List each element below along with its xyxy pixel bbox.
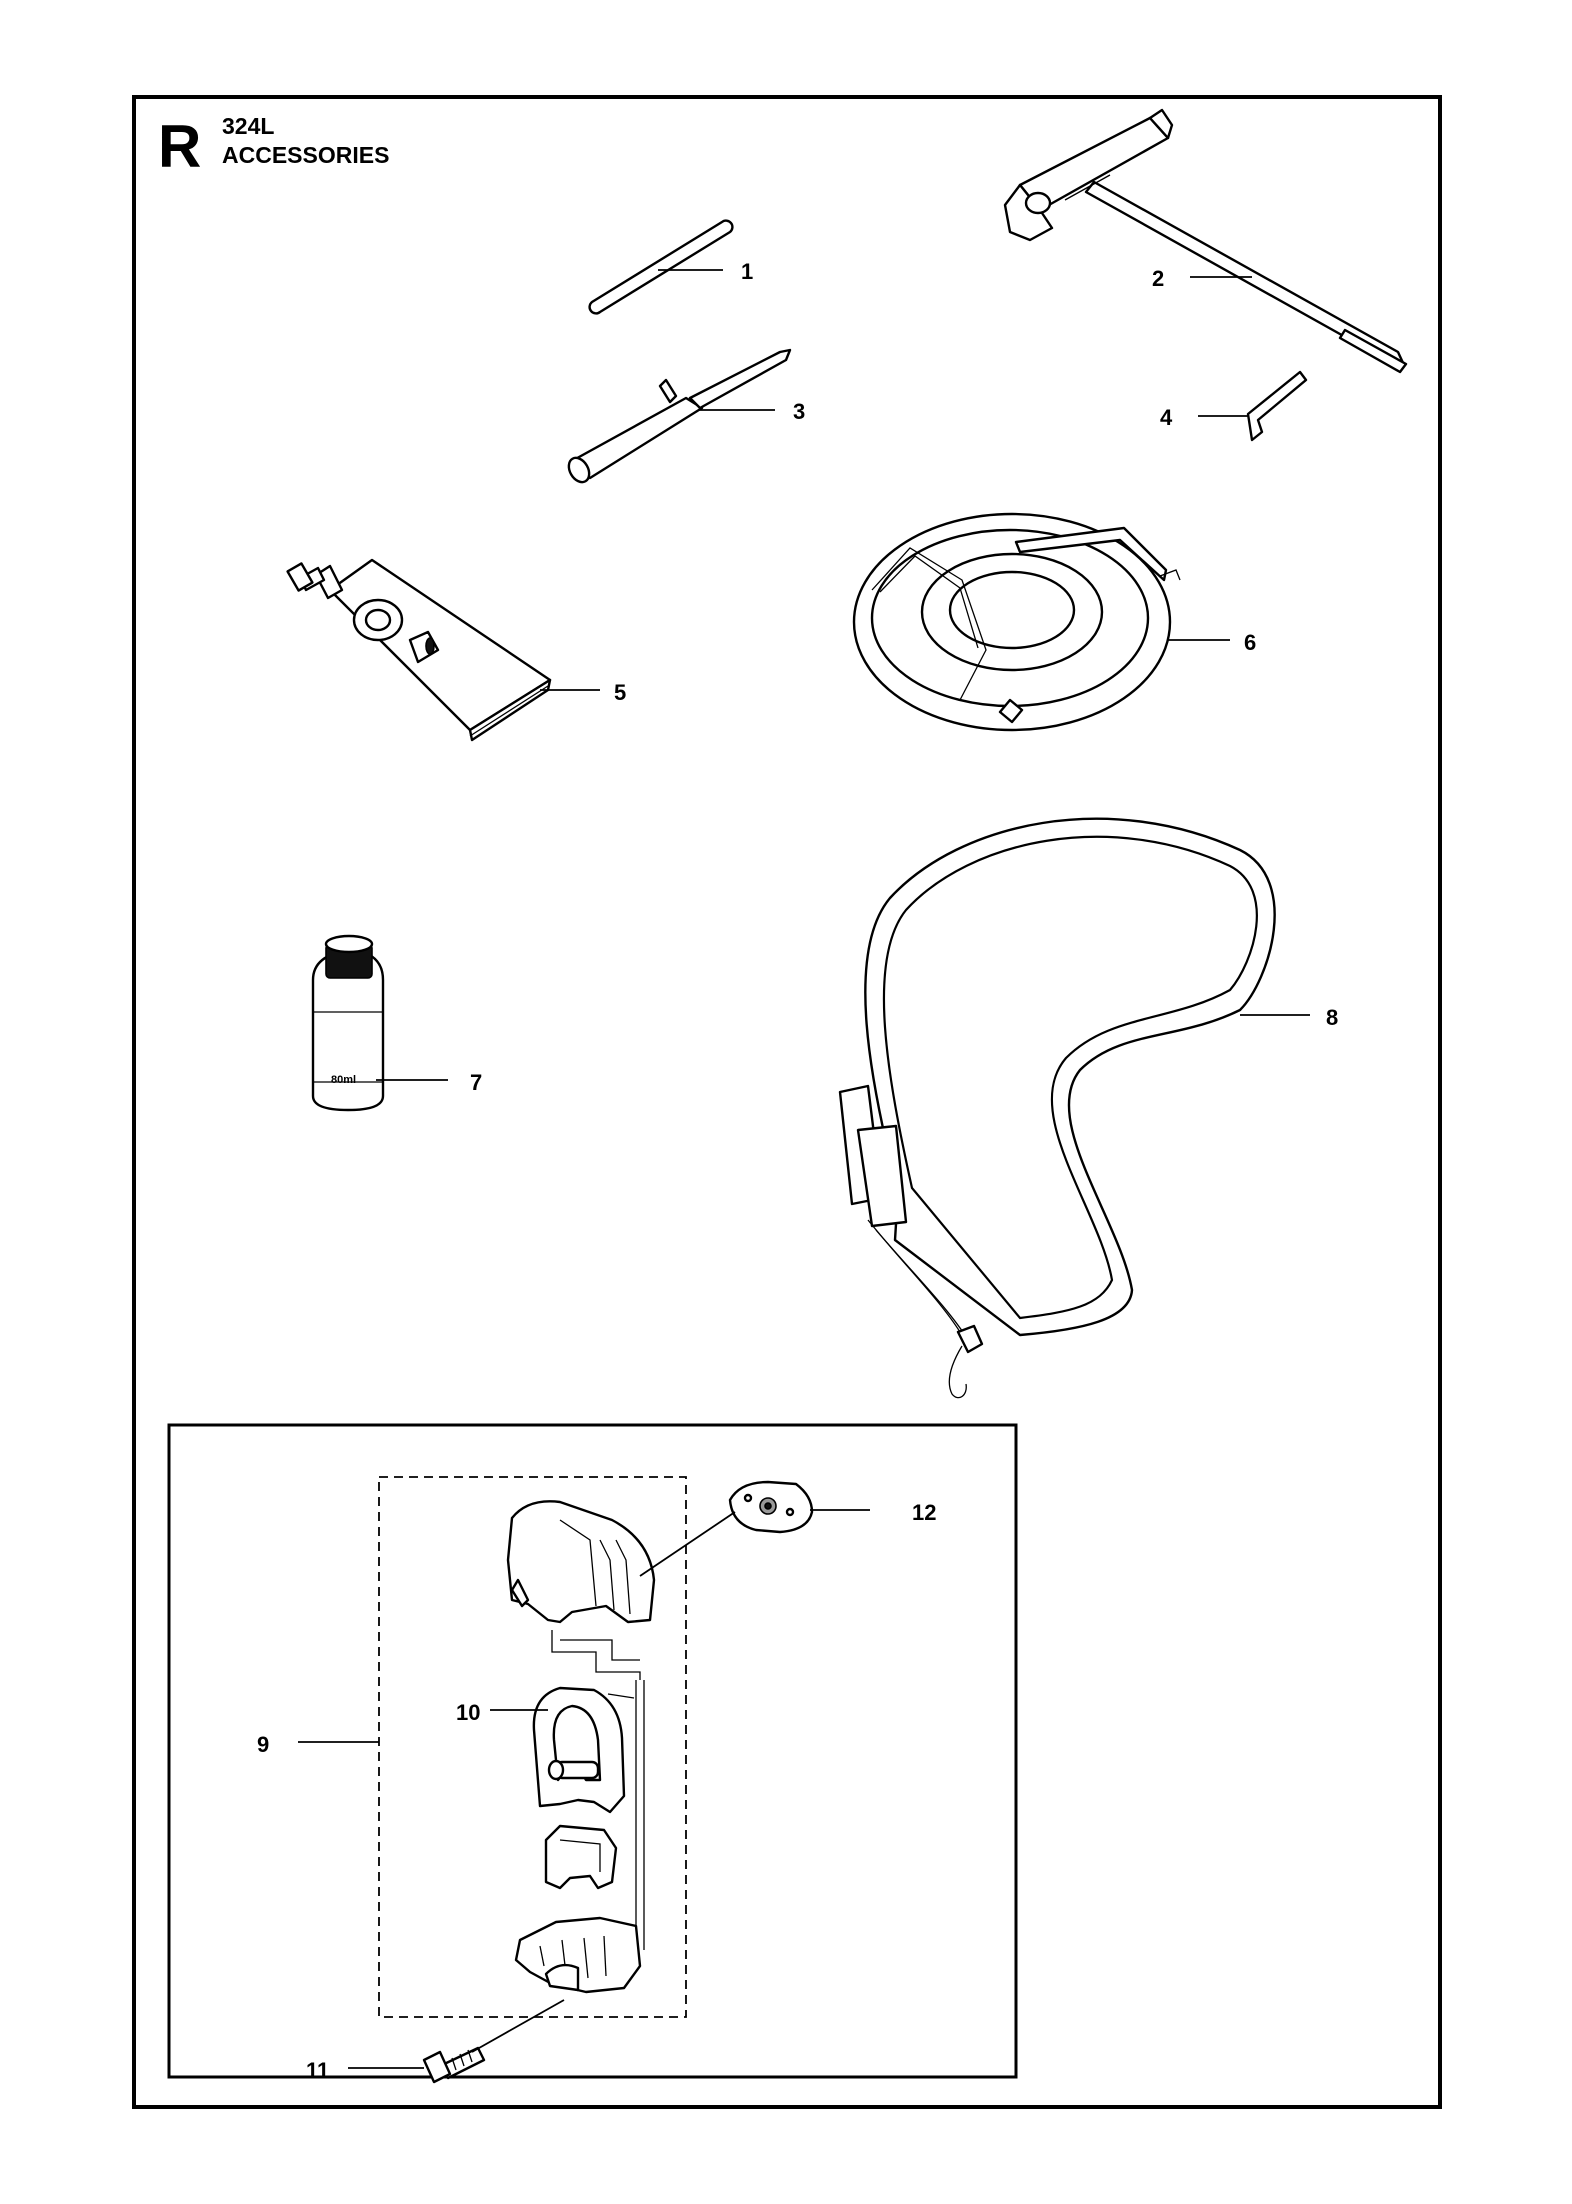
callout-9: 9 [257,1732,269,1757]
callout-5: 5 [614,680,626,705]
callout-4: 4 [1160,405,1173,430]
page-header: R 324L ACCESSORIES [158,113,389,180]
clip-upper-housing [506,1500,656,1624]
model-number: 324L [222,113,274,139]
part-11-screw: 11 [306,1999,565,2084]
callout-12: 12 [912,1500,936,1525]
inset-frame [167,1423,1018,2079]
callout-3: 3 [793,399,805,424]
part-1-rod: 1 [588,219,753,315]
callout-11: 11 [306,2058,329,2083]
callout-7: 7 [470,1070,482,1095]
clip-lower-housing [514,1916,642,1994]
part-12-nut: 12 [639,1480,936,1577]
callout-2: 2 [1152,266,1164,291]
callout-6: 6 [1244,630,1256,655]
clip-d-ring [532,1686,626,1814]
page-title: ACCESSORIES [222,142,389,168]
part-2-combination-wrench: 2 [1003,108,1408,374]
part-10-callout: 10 [456,1700,548,1725]
section-letter: R [158,113,201,180]
part-7-oil-bottle: 80ml 7 [311,934,482,1112]
clip-lower-bracket [544,1824,618,1890]
part-5-grease-tube: 5 [286,558,626,742]
part-3-tool: 3 [567,348,805,484]
clip-connector-bar [551,1630,645,1950]
callout-10: 10 [456,1700,480,1725]
part-9-harness-clip-assembly: 9 [257,1476,687,2018]
callout-1: 1 [741,259,753,284]
part-6-trimmer-guard: 6 [852,512,1256,732]
part-4-hex-key: 4 [1160,370,1308,442]
page-frame [132,95,1442,2109]
part-8-shoulder-strap: 8 [838,817,1338,1399]
oil-bottle-volume: 80ml [331,1074,356,1086]
callout-8: 8 [1326,1005,1338,1030]
